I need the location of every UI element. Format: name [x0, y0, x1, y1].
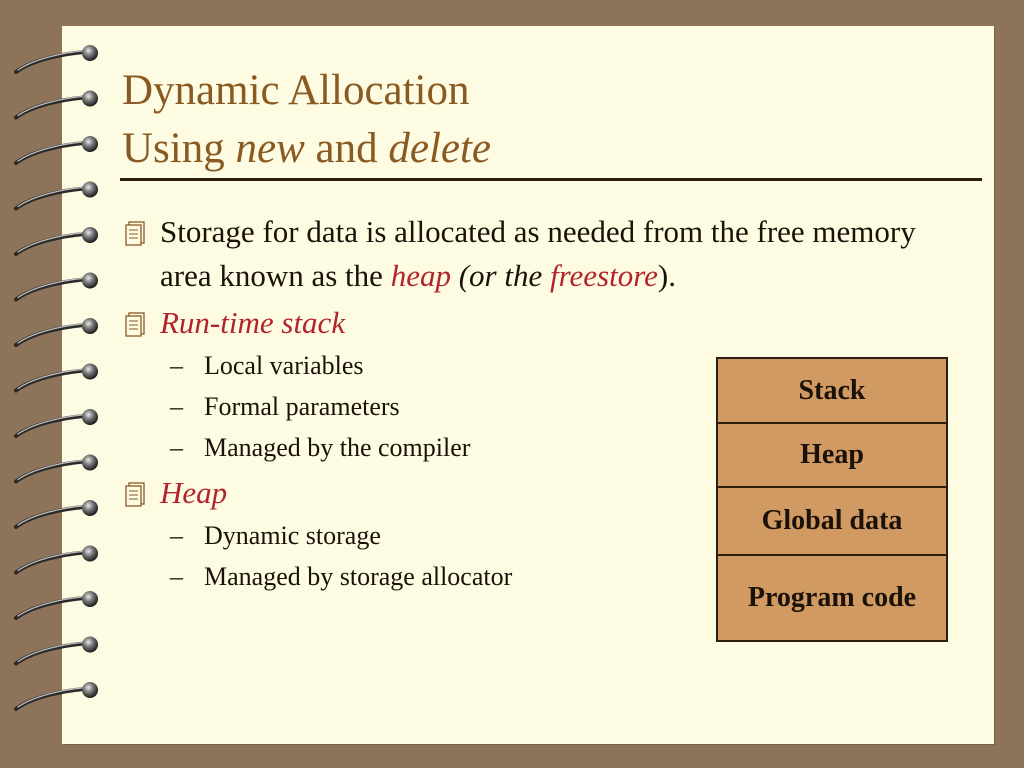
- heap-label: Heap: [160, 475, 228, 510]
- spiral-ring: [14, 90, 98, 120]
- spiral-ring: [14, 545, 98, 575]
- sub-bullet-text: Formal parameters: [204, 392, 400, 421]
- spiral-ring: [14, 45, 98, 74]
- runtime-stack-label: Run-time stack: [160, 305, 346, 340]
- storage-text-c: ).: [657, 258, 676, 293]
- spiral-ring: [14, 136, 98, 165]
- title-new-keyword: new: [235, 125, 305, 172]
- dash-marker: –: [170, 562, 183, 591]
- heap-term: heap: [390, 258, 451, 293]
- spiral-ring: [14, 181, 98, 211]
- notepad-icon: [125, 482, 145, 507]
- freestore-term: freestore: [549, 258, 658, 293]
- title-divider: [120, 178, 982, 181]
- title-line-1: Dynamic Allocation: [122, 67, 470, 114]
- storage-text-a: Storage for data is allocated as needed …: [160, 214, 916, 293]
- slide-body: Storage for data is allocated as needed …: [118, 210, 938, 597]
- sub-bullet: –Managed by the compiler: [118, 427, 938, 468]
- spiral-ring: [14, 409, 98, 438]
- title-line-2: Using new and delete: [122, 120, 491, 178]
- spiral-ring: [14, 636, 98, 666]
- sub-bullet-text: Managed by the compiler: [204, 433, 471, 462]
- sub-bullet-text: Dynamic storage: [204, 521, 381, 550]
- memory-cell-global-data: Global data: [718, 488, 946, 556]
- title-delete-keyword: delete: [388, 125, 492, 172]
- spiral-ring: [14, 318, 98, 347]
- spiral-ring: [14, 272, 98, 302]
- dash-marker: –: [170, 521, 183, 550]
- bullet-storage: Storage for data is allocated as needed …: [118, 210, 940, 298]
- dash-marker: –: [170, 351, 183, 380]
- spiral-ring: [14, 591, 98, 620]
- spiral-ring: [14, 227, 98, 256]
- dash-marker: –: [170, 392, 183, 421]
- sub-bullet-text: Managed by storage allocator: [204, 562, 513, 591]
- spiral-ring: [14, 682, 98, 711]
- bullet-heap: Heap: [118, 471, 938, 515]
- spiral-ring: [14, 500, 98, 529]
- storage-text-b: (or the: [450, 258, 550, 293]
- sub-bullet: –Managed by storage allocator: [118, 556, 938, 597]
- notepad-icon: [125, 312, 145, 337]
- memory-layout-table: Stack Heap Global data Program code: [716, 357, 948, 642]
- sub-bullet: –Formal parameters: [118, 386, 938, 427]
- spiral-ring: [14, 363, 98, 393]
- memory-cell-program-code: Program code: [747, 582, 917, 613]
- memory-cell-heap: Heap: [718, 424, 946, 488]
- bullet-runtime-stack: Run-time stack: [118, 301, 938, 345]
- sub-bullet-text: Local variables: [204, 351, 364, 380]
- spiral-ring: [14, 454, 98, 484]
- title-using: Using: [122, 125, 236, 172]
- memory-cell-stack: Stack: [718, 359, 946, 424]
- spiral-binding: [12, 40, 112, 730]
- slide-title: Dynamic Allocation Using new and delete: [122, 62, 491, 178]
- sub-bullet: –Dynamic storage: [118, 515, 938, 556]
- notepad-icon: [125, 221, 145, 246]
- spiral-ring-icon: [14, 45, 98, 711]
- dash-marker: –: [170, 433, 183, 462]
- sub-bullet: –Local variables: [118, 345, 938, 386]
- title-and: and: [304, 125, 389, 172]
